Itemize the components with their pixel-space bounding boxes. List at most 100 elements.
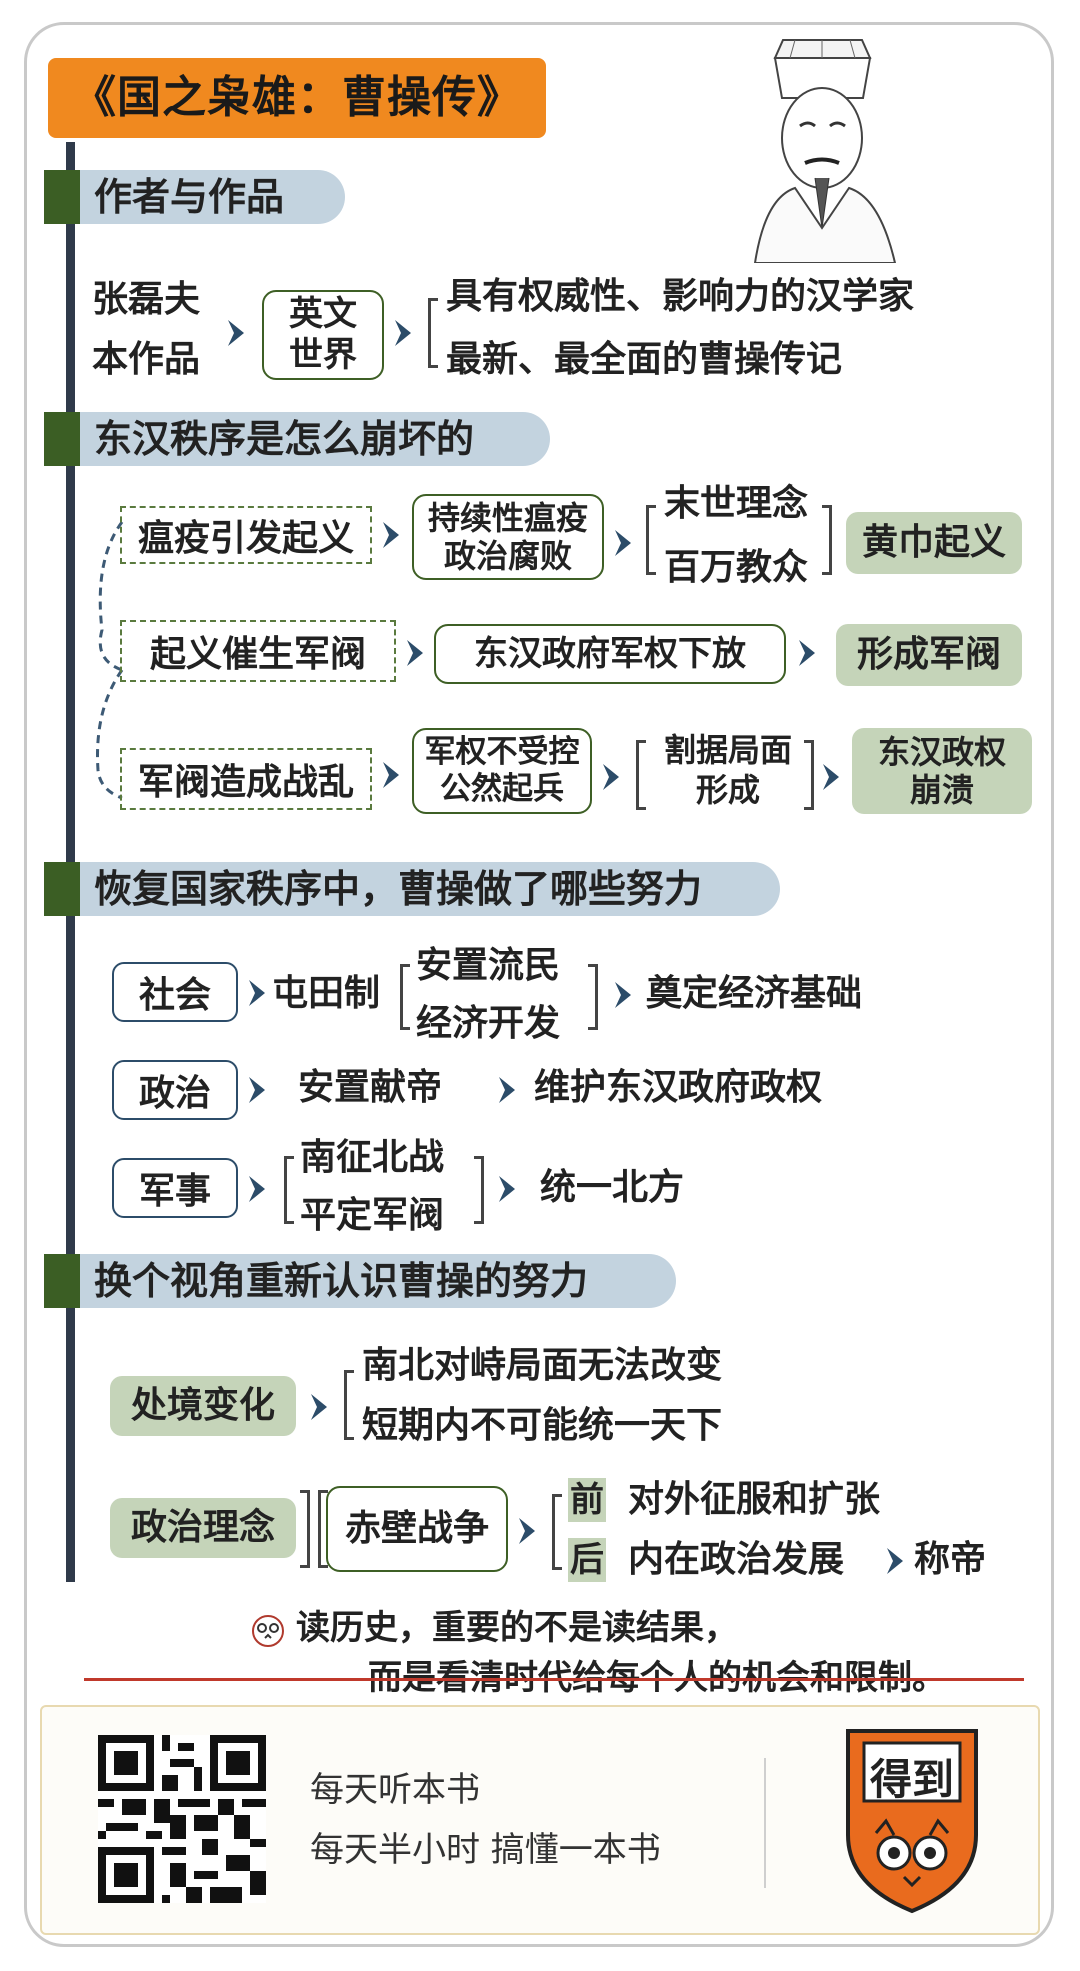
arrow-icon — [392, 318, 414, 348]
plague-reasons-box: 持续性瘟疫 政治腐败 — [412, 494, 604, 580]
end-times-belief: 末世理念 — [664, 482, 809, 524]
cause-war: 军阀造成战乱 — [120, 748, 372, 810]
owl-icon — [250, 1612, 286, 1648]
after-tag: 后 — [568, 1538, 606, 1582]
maintain-regime: 维护东汉政府政权 — [534, 1066, 823, 1108]
economic-foundation: 奠定经济基础 — [646, 972, 863, 1014]
bracket — [588, 964, 598, 1030]
bracket — [428, 298, 438, 368]
line: 崩溃 — [909, 771, 974, 809]
no-unification-point: 短期内不可能统一天下 — [362, 1404, 723, 1446]
uncontrolled-army-box: 军权不受控 公然起兵 — [412, 728, 592, 814]
box-line: 持续性瘟疫 — [427, 498, 588, 537]
red-cliffs-box: 赤壁战争 — [326, 1486, 508, 1572]
category-political: 政治 — [112, 1060, 238, 1120]
million-followers: 百万教众 — [664, 546, 809, 588]
page-title: 《国之枭雄：曹操传》 — [48, 58, 546, 138]
line: 东汉政权 — [877, 732, 1006, 771]
work-label: 本作品 — [92, 338, 201, 380]
arrow-icon — [380, 760, 402, 790]
section-marker — [44, 412, 80, 466]
category-social: 社会 — [112, 962, 238, 1022]
dashed-connector — [96, 521, 124, 800]
arrow-icon — [612, 980, 634, 1010]
line: 割据局面 — [663, 731, 792, 769]
divider-red — [84, 1678, 1024, 1681]
footer-divider — [764, 1758, 766, 1888]
cao-cao-portrait — [735, 28, 910, 264]
category-military: 军事 — [112, 1158, 238, 1218]
bracket — [400, 964, 410, 1030]
arrow-icon — [496, 1075, 518, 1105]
section-marker — [44, 170, 80, 224]
arrow-icon — [884, 1546, 906, 1576]
section-heading-efforts: 恢复国家秩序中，曹操做了哪些努力 — [80, 862, 780, 916]
box-line: 军权不受控 — [424, 733, 580, 770]
line: 形成 — [695, 771, 760, 809]
bracket — [646, 505, 656, 575]
qr-code-icon[interactable] — [98, 1735, 266, 1903]
section-heading-collapse: 东汉秩序是怎么崩坏的 — [80, 412, 550, 466]
author-point: 具有权威性、影响力的汉学家 — [446, 275, 915, 317]
slogan-line-2: 每天半小时 搞懂一本书 — [310, 1830, 661, 1870]
arrow-icon — [308, 1392, 330, 1422]
cause-warlords: 起义催生军阀 — [120, 620, 396, 682]
arrow-icon — [612, 528, 634, 558]
after-text: 内在政治发展 — [628, 1538, 845, 1580]
stalemate-point: 南北对峙局面无法改变 — [362, 1344, 723, 1386]
bracket — [552, 1494, 562, 1570]
section-heading-author: 作者与作品 — [80, 170, 345, 224]
arrow-icon — [404, 638, 426, 668]
arrow-icon — [820, 762, 842, 792]
logo-text: 得到 — [869, 1755, 954, 1804]
collapse-result: 东汉政权 崩溃 — [852, 728, 1032, 814]
bracket — [284, 1156, 294, 1224]
bracket — [474, 1156, 484, 1224]
yellow-turban-result: 黄巾起义 — [846, 512, 1022, 574]
work-point: 最新、最全面的曹操传记 — [446, 338, 843, 380]
before-tag: 前 — [568, 1478, 606, 1522]
settle-emperor: 安置献帝 — [298, 1066, 443, 1108]
section-heading-perspective: 换个视角重新认识曹操的努力 — [80, 1254, 676, 1308]
dedao-logo-icon[interactable] — [842, 1725, 982, 1915]
arrow-icon — [600, 762, 622, 792]
section-marker — [44, 862, 80, 916]
arrow-icon — [380, 520, 402, 550]
tuntian-policy: 屯田制 — [272, 972, 381, 1014]
bracket — [804, 740, 814, 810]
arrow-icon — [225, 318, 247, 348]
bracket — [822, 505, 832, 575]
box-line: 英文 — [289, 294, 357, 335]
arrow-icon — [516, 1516, 538, 1546]
box-line: 政治腐败 — [443, 537, 572, 575]
pacify-warlords: 平定军阀 — [300, 1194, 445, 1236]
become-emperor: 称帝 — [914, 1538, 987, 1580]
military-power-box: 东汉政府军权下放 — [434, 624, 786, 684]
box-line: 公然起兵 — [440, 771, 564, 807]
section-marker — [44, 1254, 80, 1308]
arrow-icon — [246, 1174, 268, 1204]
slogan-line-1: 每天听本书 — [310, 1770, 480, 1810]
ideology-label: 政治理念 — [110, 1498, 296, 1558]
campaigns: 南征北战 — [300, 1136, 445, 1178]
author-name: 张磊夫 — [92, 278, 201, 320]
resettle-refugees: 安置流民 — [416, 944, 561, 986]
arrow-icon — [246, 1075, 268, 1105]
unify-north: 统一北方 — [540, 1166, 685, 1208]
english-world-box: 英文 世界 — [262, 290, 384, 380]
before-text: 对外征服和扩张 — [628, 1478, 881, 1520]
warlords-result: 形成军阀 — [836, 624, 1022, 686]
situation-change-label: 处境变化 — [110, 1376, 296, 1436]
page-frame — [24, 22, 1054, 1947]
cause-plague: 瘟疫引发起义 — [120, 506, 372, 564]
bracket — [344, 1370, 354, 1440]
arrow-icon — [796, 638, 818, 668]
separatism-text: 割据局面 形成 — [650, 730, 806, 810]
economic-development: 经济开发 — [416, 1002, 561, 1044]
arrow-icon — [496, 1174, 518, 1204]
bracket — [300, 1490, 310, 1568]
bracket — [636, 740, 646, 810]
arrow-icon — [246, 978, 268, 1008]
box-line: 世界 — [289, 335, 357, 375]
quote-line-1: 读历史，重要的不是读结果， — [296, 1608, 738, 1648]
